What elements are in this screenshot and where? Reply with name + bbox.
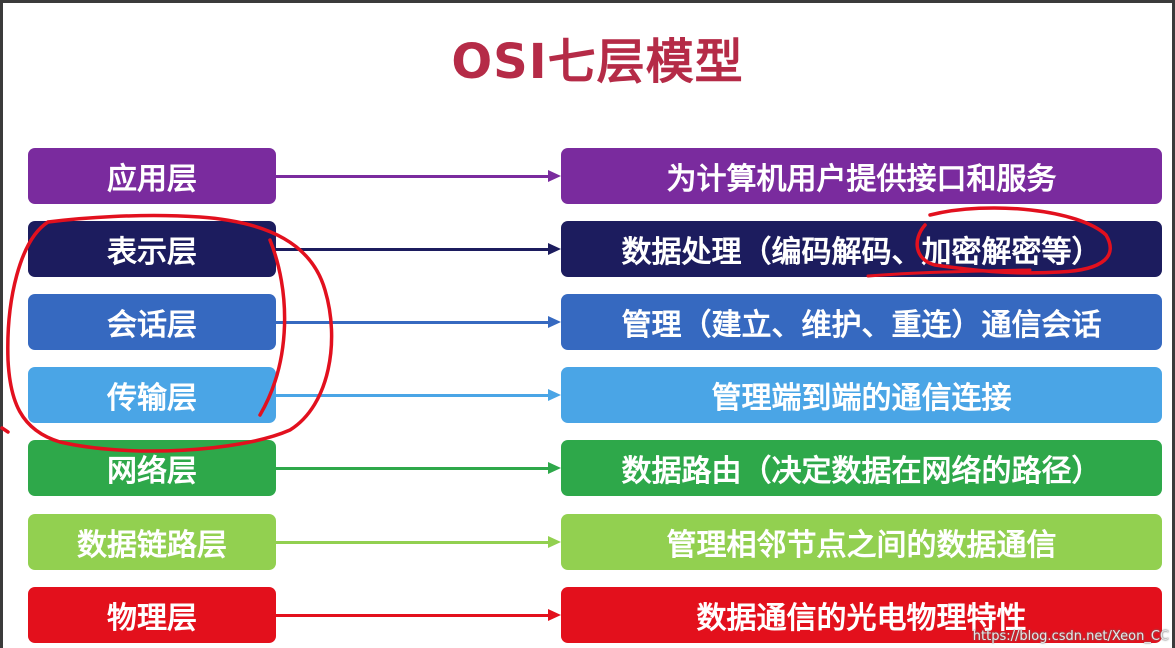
arrow-line-network — [276, 467, 550, 470]
watermark-url: https://blog.csdn.net/Xeon_CC — [972, 629, 1169, 644]
arrow-head-network — [548, 462, 561, 474]
layer-row-presentation: 表示层 数据处理（编码解码、加密解密等） — [0, 221, 1175, 277]
desc-label-physical: 数据通信的光电物理特性 — [696, 601, 1027, 636]
arrow-line-physical — [276, 614, 550, 617]
layer-row-data-link: 数据链路层 管理相邻节点之间的数据通信 — [0, 514, 1175, 570]
layer-box-network: 网络层 — [28, 440, 276, 496]
layer-row-physical: 物理层 数据通信的光电物理特性 — [0, 587, 1175, 643]
layer-box-physical: 物理层 — [28, 587, 276, 643]
layer-label-presentation: 表示层 — [107, 235, 197, 270]
desc-label-application: 为计算机用户提供接口和服务 — [666, 162, 1057, 197]
window-frame-left — [0, 0, 3, 648]
layer-label-network: 网络层 — [107, 454, 197, 489]
desc-label-presentation: 数据处理（编码解码、加密解密等） — [621, 235, 1102, 270]
desc-box-data-link: 管理相邻节点之间的数据通信 — [561, 514, 1162, 570]
layer-box-data-link: 数据链路层 — [28, 514, 276, 570]
arrow-line-application — [276, 175, 550, 178]
desc-box-application: 为计算机用户提供接口和服务 — [561, 148, 1162, 204]
arrow-head-physical — [548, 609, 561, 621]
desc-label-transport: 管理端到端的通信连接 — [711, 381, 1012, 416]
desc-box-network: 数据路由（决定数据在网络的路径） — [561, 440, 1162, 496]
window-frame-top — [0, 0, 1175, 3]
desc-box-physical: 数据通信的光电物理特性 — [561, 587, 1162, 643]
desc-label-data-link: 管理相邻节点之间的数据通信 — [666, 528, 1057, 563]
arrow-head-application — [548, 170, 561, 182]
arrow-line-data-link — [276, 541, 550, 544]
arrow-head-data-link — [548, 536, 561, 548]
layer-row-session: 会话层 管理（建立、维护、重连）通信会话 — [0, 294, 1175, 350]
diagram-title: OSI七层模型 — [451, 34, 744, 90]
arrow-line-transport — [276, 394, 550, 397]
layer-box-application: 应用层 — [28, 148, 276, 204]
layer-row-transport: 传输层 管理端到端的通信连接 — [0, 367, 1175, 423]
layer-label-session: 会话层 — [107, 308, 197, 343]
layer-row-network: 网络层 数据路由（决定数据在网络的路径） — [0, 440, 1175, 496]
arrow-head-session — [548, 316, 561, 328]
desc-box-transport: 管理端到端的通信连接 — [561, 367, 1162, 423]
arrow-head-transport — [548, 389, 561, 401]
layer-label-transport: 传输层 — [107, 381, 197, 416]
desc-box-presentation: 数据处理（编码解码、加密解密等） — [561, 221, 1162, 277]
desc-box-session: 管理（建立、维护、重连）通信会话 — [561, 294, 1162, 350]
arrow-line-presentation — [276, 248, 550, 251]
layer-label-physical: 物理层 — [107, 601, 197, 636]
layer-box-session: 会话层 — [28, 294, 276, 350]
desc-label-session: 管理（建立、维护、重连）通信会话 — [621, 308, 1102, 343]
layer-label-application: 应用层 — [107, 162, 197, 197]
layer-row-application: 应用层 为计算机用户提供接口和服务 — [0, 148, 1175, 204]
arrow-line-session — [276, 321, 550, 324]
desc-label-network: 数据路由（决定数据在网络的路径） — [621, 454, 1102, 489]
layer-box-transport: 传输层 — [28, 367, 276, 423]
arrow-head-presentation — [548, 243, 561, 255]
window-frame-right — [1172, 0, 1175, 648]
layer-label-data-link: 数据链路层 — [77, 528, 227, 563]
layer-box-presentation: 表示层 — [28, 221, 276, 277]
